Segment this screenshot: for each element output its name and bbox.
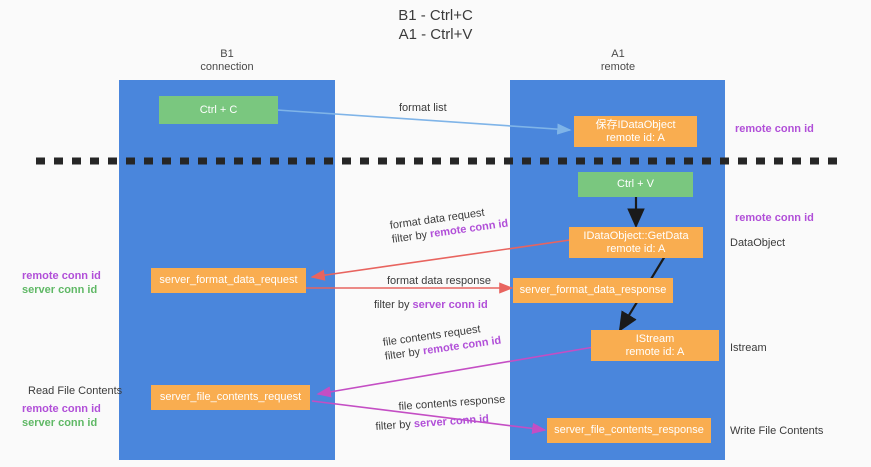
annotation-right-istream: Istream	[730, 341, 767, 355]
annotation-left-server-conn-2: server conn id	[22, 416, 97, 430]
annotation-right-remote-conn-mid-text: remote conn id	[735, 212, 814, 224]
node-server-format-data-response-label: server_format_data_response	[519, 284, 667, 296]
node-server-file-contents-request-label: server_file_contents_request	[159, 391, 302, 403]
annotation-right-write-file-contents: Write File Contents	[730, 424, 823, 438]
annotation-right-dataobject-text: DataObject	[730, 237, 786, 249]
node-save-idataobject-line1: 保存IDataObject	[595, 118, 676, 131]
column-header-a1-title: A1	[611, 48, 625, 60]
node-server-format-data-response[interactable]: server_format_data_response	[513, 278, 673, 303]
node-istream-line1: IStream	[635, 332, 675, 345]
column-header-a1-subtitle: remote	[600, 61, 636, 73]
annotation-right-remote-conn-mid: remote conn id	[735, 211, 814, 225]
annotation-right-istream-text: Istream	[730, 342, 767, 354]
node-idataobject-getdata-line2: remote id: A	[606, 242, 666, 255]
node-save-idataobject[interactable]: 保存IDataObject remote id: A	[574, 116, 697, 147]
node-istream-line2: remote id: A	[625, 345, 685, 358]
node-server-file-contents-request[interactable]: server_file_contents_request	[151, 385, 310, 410]
column-header-a1: A1 remote	[518, 48, 718, 74]
node-idataobject-getdata[interactable]: IDataObject::GetData remote id: A	[569, 227, 703, 258]
node-server-format-data-request[interactable]: server_format_data_request	[151, 268, 306, 293]
annotation-right-remote-conn-top: remote conn id	[735, 122, 814, 136]
node-server-file-contents-response[interactable]: server_file_contents_response	[547, 418, 711, 443]
edge-label-file-contents-response-filter-prefix: filter by	[375, 418, 415, 433]
connector-file-contents-response	[311, 400, 547, 434]
annotation-left-server-conn-text: server conn id	[22, 284, 98, 296]
node-save-idataobject-line2: remote id: A	[606, 131, 665, 144]
annotation-left-read-file-contents: Read File Contents	[28, 384, 122, 398]
node-idataobject-getdata-line1: IDataObject::GetData	[583, 229, 689, 242]
annotation-left-server-conn: server conn id	[22, 283, 97, 297]
column-header-b1-subtitle: connection	[200, 61, 254, 73]
column-header-b1-title: B1	[220, 48, 234, 60]
node-istream[interactable]: IStream remote id: A	[591, 330, 719, 361]
title-line-2: A1 - Ctrl+V	[398, 26, 473, 43]
diagram-title: B1 - Ctrl+C A1 - Ctrl+V	[0, 6, 871, 44]
annotation-left-remote-conn-text: remote conn id	[22, 270, 101, 282]
annotation-left-remote-conn-2: remote conn id	[22, 402, 101, 416]
connector-format-list	[276, 109, 572, 135]
annotation-left-read-file-contents-text: Read File Contents	[28, 385, 123, 397]
connector-file-contents-request	[316, 346, 595, 398]
edge-label-format-data-response: format data response	[387, 274, 491, 288]
connector-format-data-request	[310, 239, 571, 281]
edge-label-format-list-text: format list	[399, 102, 447, 114]
title-line-1: B1 - Ctrl+C	[398, 7, 473, 24]
node-ctrl-c-label: Ctrl + C	[199, 103, 238, 116]
annotation-left-remote-conn: remote conn id	[22, 269, 101, 283]
node-server-file-contents-response-label: server_file_contents_response	[554, 424, 704, 436]
node-ctrl-c[interactable]: Ctrl + C	[159, 96, 278, 124]
annotation-left-server-conn-2-text: server conn id	[22, 417, 98, 429]
edge-label-format-data-response-filter-key: server conn id	[412, 299, 488, 311]
edge-label-format-list: format list	[399, 101, 447, 115]
annotation-right-remote-conn-top-text: remote conn id	[735, 123, 814, 135]
edge-label-format-data-response-line1: format data response	[387, 275, 491, 287]
node-ctrl-v-label: Ctrl + V	[617, 178, 654, 190]
node-server-format-data-request-label: server_format_data_request	[159, 274, 298, 286]
column-header-b1: B1 connection	[127, 48, 327, 74]
annotation-left-remote-conn-2-text: remote conn id	[22, 403, 101, 415]
node-ctrl-v[interactable]: Ctrl + V	[578, 172, 693, 197]
annotation-right-dataobject: DataObject	[730, 236, 785, 250]
edge-label-format-data-response-filter: filter by server conn id	[374, 298, 488, 312]
annotation-right-write-file-contents-text: Write File Contents	[730, 425, 824, 437]
edge-label-format-data-response-filter-prefix: filter by	[374, 299, 413, 311]
